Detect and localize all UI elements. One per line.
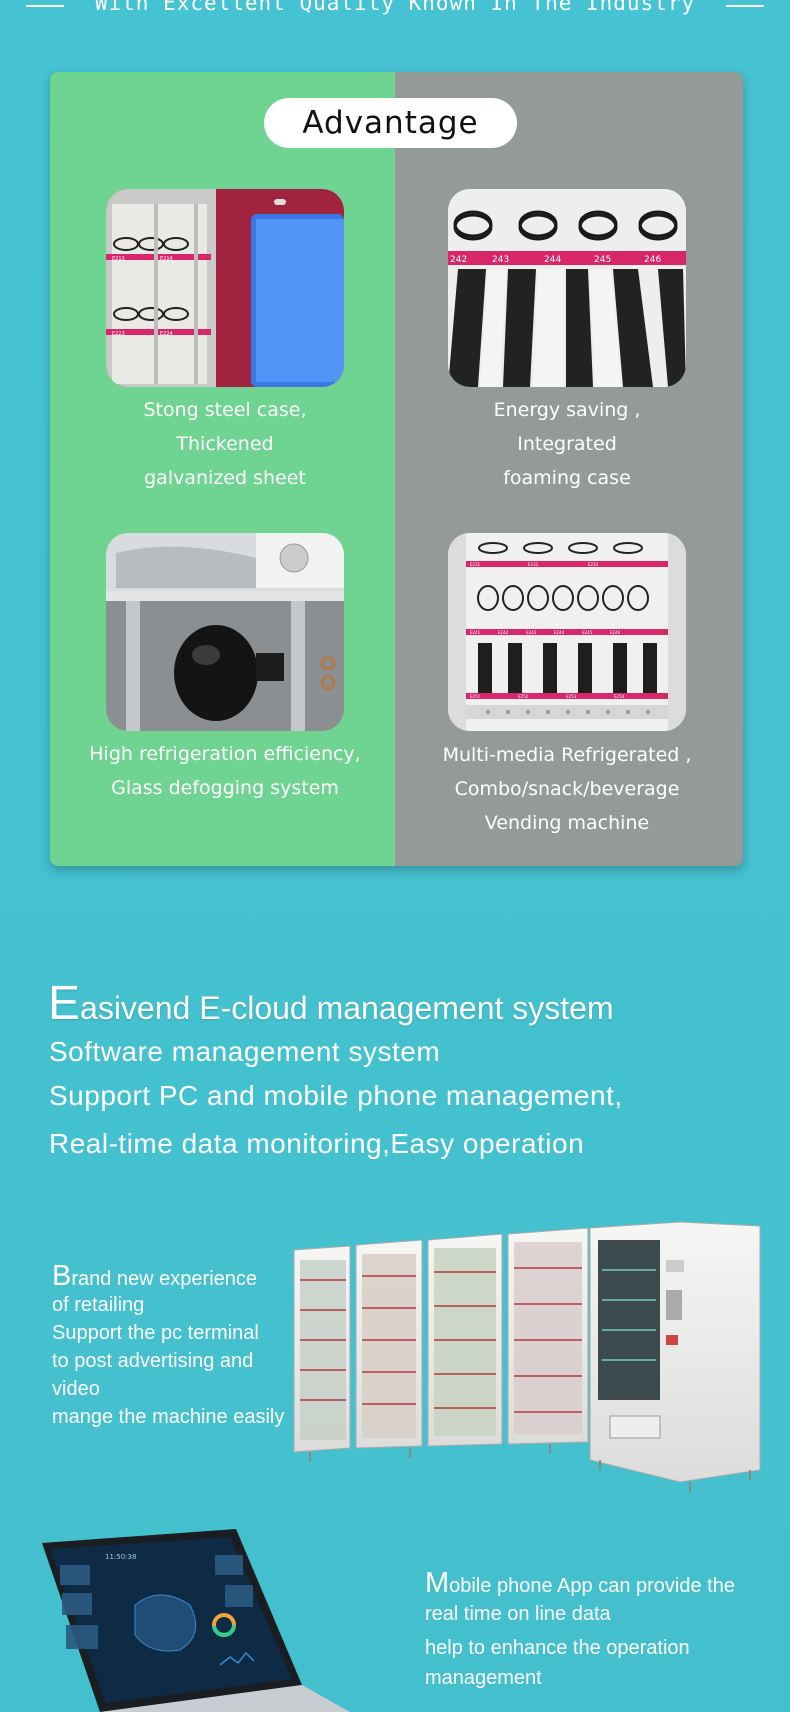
- laptop-clock: 11:50:38: [105, 1553, 136, 1561]
- tagline-text: With Excellent Quality Known In The Indu…: [94, 0, 696, 15]
- mobile-line: obile phone App can provide the: [449, 1575, 735, 1597]
- label-e241: E241: [470, 630, 481, 635]
- retail-line: to post advertising and: [52, 1350, 254, 1372]
- retail-line: rand new experience: [71, 1268, 258, 1290]
- mobile-app-description: Mobile phone App can provide the real ti…: [425, 1568, 735, 1693]
- ecloud-heading: Easivend E-cloud management system: [48, 976, 614, 1031]
- label-e233: E233: [588, 562, 599, 567]
- label-e244: E244: [554, 630, 565, 635]
- advantage-title: Advantage: [264, 98, 517, 148]
- retail-line: of retailing: [52, 1294, 145, 1316]
- advantage-panel: Advantage E213 E214 E223 E224 Stong stee…: [50, 72, 743, 866]
- retail-description: Brand new experience of retailing Suppor…: [52, 1262, 284, 1431]
- steel-case-caption: Stong steel case, Thickened galvanized s…: [60, 393, 390, 495]
- steel-case-image: E213 E214 E223 E224: [106, 189, 344, 387]
- ecloud-line-support: Support PC and mobile phone management,: [49, 1080, 623, 1111]
- retail-line: video: [52, 1378, 100, 1400]
- ecloud-line-software: Software management system: [49, 1036, 441, 1067]
- label-e245: E245: [582, 630, 593, 635]
- energy-saving-image: 242 243 244 245 246: [448, 189, 686, 387]
- caption-line: Vending machine: [484, 812, 650, 834]
- label-e214: E214: [160, 256, 173, 262]
- label-e223: E223: [112, 331, 125, 337]
- label-242: 242: [450, 255, 467, 265]
- mobile-initial: M: [425, 1567, 450, 1599]
- label-e253: E253: [566, 694, 577, 699]
- label-e252: E252: [518, 694, 529, 699]
- label-e232: E232: [528, 562, 539, 567]
- ecloud-heading-rest: asivend E-cloud management system: [80, 990, 614, 1026]
- vending-machine-row-image: [290, 1220, 770, 1500]
- label-246: 246: [644, 255, 661, 265]
- label-e243: E243: [526, 630, 537, 635]
- retail-initial: B: [52, 1260, 72, 1292]
- label-e224: E224: [160, 331, 173, 337]
- retail-line: mange the machine easily: [52, 1406, 285, 1428]
- caption-line: Multi-media Refrigerated ,: [442, 744, 692, 766]
- caption-line: High refrigeration efficiency,: [89, 743, 361, 765]
- ecloud-line-monitoring: Real-time data monitoring,Easy operation: [49, 1128, 585, 1159]
- tagline-bar: With Excellent Quality Known In The Indu…: [0, 0, 790, 24]
- label-243: 243: [492, 255, 509, 265]
- multimedia-machine-image: E231 E232 E233 E241 E242 E243 E244 E245 …: [448, 533, 686, 731]
- mobile-line: real time on line data: [425, 1603, 611, 1625]
- label-e246: E246: [610, 630, 621, 635]
- label-e254: E254: [614, 694, 625, 699]
- label-244: 244: [544, 255, 561, 265]
- mobile-line: management: [425, 1667, 542, 1689]
- laptop-dashboard-image: 11:50:38: [40, 1525, 350, 1712]
- retail-line: Support the pc terminal: [52, 1322, 259, 1344]
- caption-line: Glass defogging system: [111, 777, 339, 799]
- refrigeration-caption: High refrigeration efficiency, Glass def…: [60, 737, 390, 805]
- caption-line: Integrated: [517, 433, 617, 455]
- mobile-line: help to enhance the operation: [425, 1637, 690, 1659]
- label-e242: E242: [498, 630, 509, 635]
- ecloud-heading-initial: E: [48, 977, 81, 1030]
- energy-saving-caption: Energy saving , Integrated foaming case: [402, 393, 732, 495]
- label-e251: E251: [470, 694, 481, 699]
- caption-line: Stong steel case,: [143, 399, 307, 421]
- caption-line: foaming case: [503, 467, 631, 489]
- label-e213: E213: [112, 256, 125, 262]
- multimedia-machine-caption: Multi-media Refrigerated , Combo/snack/b…: [402, 738, 732, 840]
- caption-line: Combo/snack/beverage: [454, 778, 680, 800]
- label-245: 245: [594, 255, 611, 265]
- tagline-divider-left: [26, 5, 64, 7]
- caption-line: Thickened: [176, 433, 274, 455]
- tagline-divider-right: [726, 5, 764, 7]
- refrigeration-image: [106, 533, 344, 731]
- caption-line: Energy saving ,: [493, 399, 641, 421]
- label-e231: E231: [470, 562, 481, 567]
- caption-line: galvanized sheet: [144, 467, 306, 489]
